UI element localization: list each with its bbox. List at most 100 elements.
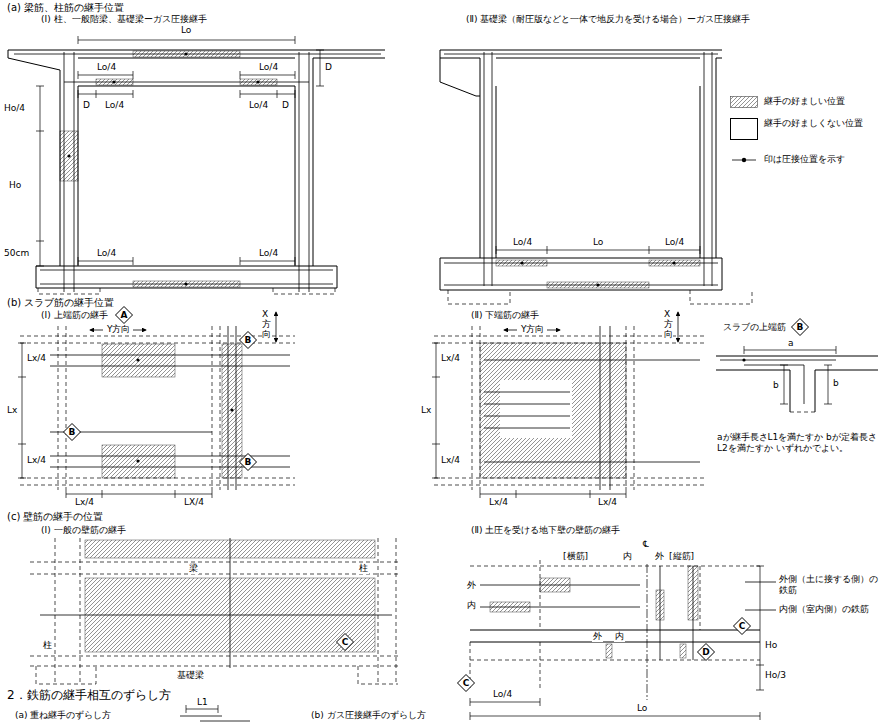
drawing-part [780,404,788,405]
marker-diamond: B [63,423,81,441]
drawing-part [672,261,675,264]
drawing-part [436,343,437,478]
drawing-part [744,350,836,351]
marker-diamond: A [115,306,133,324]
drawing-part [102,490,103,498]
annotation-label: Lx [6,405,18,416]
dimension-line [36,86,44,266]
annotation-label: Lo [180,25,192,36]
label-anchor: Lo/4 [664,237,685,248]
label-anchor: (Ⅱ) 土圧を受ける地下壁の壁筋の継手 [470,525,621,536]
drawing-part [67,154,70,157]
label-anchor: Lo/4 [258,62,279,73]
drawing-part [136,459,139,462]
direction-arrow [678,312,679,342]
dimension-line [240,90,295,98]
annotation-label: Lx/4 [440,353,461,364]
drawing-part [590,490,591,498]
drawing-part [175,490,176,498]
label-anchor: 内 [622,551,633,562]
drawing-part [295,90,296,98]
label-anchor: (a) 梁筋、柱筋の継手位置 [6,2,125,14]
drawing-part [295,257,296,265]
drawing-part [448,290,752,304]
label-anchor: (a) 重ね継手のずらし方 [14,710,112,721]
marker-letter: B [245,336,252,345]
drawing-part [96,90,97,98]
annotation-label: 外 [654,551,665,562]
annotation-label: 外側（土に接する側）の鉄筋 [778,574,880,596]
drawing-part [277,90,278,98]
drawing-part [470,702,540,703]
drawing-part [18,444,26,445]
drawing-part [540,698,541,706]
concrete-outline [8,50,878,642]
drawing-part [496,250,700,251]
drawing-part [440,50,722,290]
drawing-part [780,365,788,366]
annotation-label: b [832,378,840,389]
annotation-label: Lx/4 [488,497,509,508]
label-anchor: Lo/4 [258,248,279,259]
drawing-part [22,343,23,478]
drawing-part [742,358,745,361]
diamond-outline [116,307,133,324]
drawing-part [756,566,764,567]
drawing-part [40,86,41,266]
label-anchor: Lx/4 [440,455,461,466]
marker-diamond: B [239,453,257,471]
annotation-label: LX/4 [183,497,205,508]
section-heading: (c) 壁筋の継手の位置 [6,511,104,523]
legend-swatch [730,96,758,108]
drawing-part [212,490,213,498]
annotation-label: Lo [592,237,604,248]
drawing-part [320,50,321,86]
annotation-label: 外 [466,580,477,591]
annotation-label: Lx/4 [440,455,461,466]
dimension-line [316,50,324,86]
marker-letter: C [739,622,746,631]
marker-diamond: C [336,633,354,651]
label-anchor: Lo/4 [96,62,117,73]
diamond-outline [64,424,81,441]
splice-zone-hatch [60,51,700,658]
drawing-part [186,709,218,710]
drawing-part [432,377,440,378]
section-heading: (Ⅰ) 上端筋の継手 [40,310,109,321]
label-anchor: (Ⅱ) 基礎梁（耐圧版などと一体で地反力を受ける場合）ーガス圧接継手 [465,14,751,25]
annotation-label: 50cm [3,248,30,259]
drawing-part [484,326,700,490]
drawing-part [66,490,67,498]
drawing-part [716,356,878,412]
diamond-outline [458,675,475,692]
label-anchor: L1 [196,697,209,708]
label-anchor: 内 [466,600,477,611]
drawing-part [649,246,650,254]
legend-text: 継手の好ましくない位置 [764,118,876,129]
label-anchor: D [281,100,290,111]
annotation-label: [縦筋] [668,551,695,562]
label-anchor: Lo/4 [104,100,125,111]
label-anchor: スラブの上端筋 [722,322,787,333]
annotation-label: スラブの上端筋 [722,322,787,333]
marker-letter: C [342,638,349,647]
label-anchor: (b) スラブ筋の継手位置 [6,297,115,309]
drawing-part [78,36,79,44]
diamond-outline [734,618,751,635]
annotation-label: Lo [636,703,648,714]
annotation-label: Lo/4 [512,237,533,248]
legend-item: 継手の好ましい位置 [730,96,876,108]
drawing-part [36,266,44,267]
annotation-label: Lo/4 [104,100,125,111]
drawing-part [50,326,290,490]
section-heading: (a) 梁筋、柱筋の継手位置 [6,2,125,14]
label-anchor: [横筋] [562,551,589,562]
drawing-part [745,582,776,610]
drawing-part [756,665,764,666]
rebar-line [14,52,836,721]
label-anchor: Lx/4 [597,497,618,508]
label-anchor: Lx [420,405,432,416]
drawing-part [444,52,718,286]
drawing-part [60,131,78,181]
